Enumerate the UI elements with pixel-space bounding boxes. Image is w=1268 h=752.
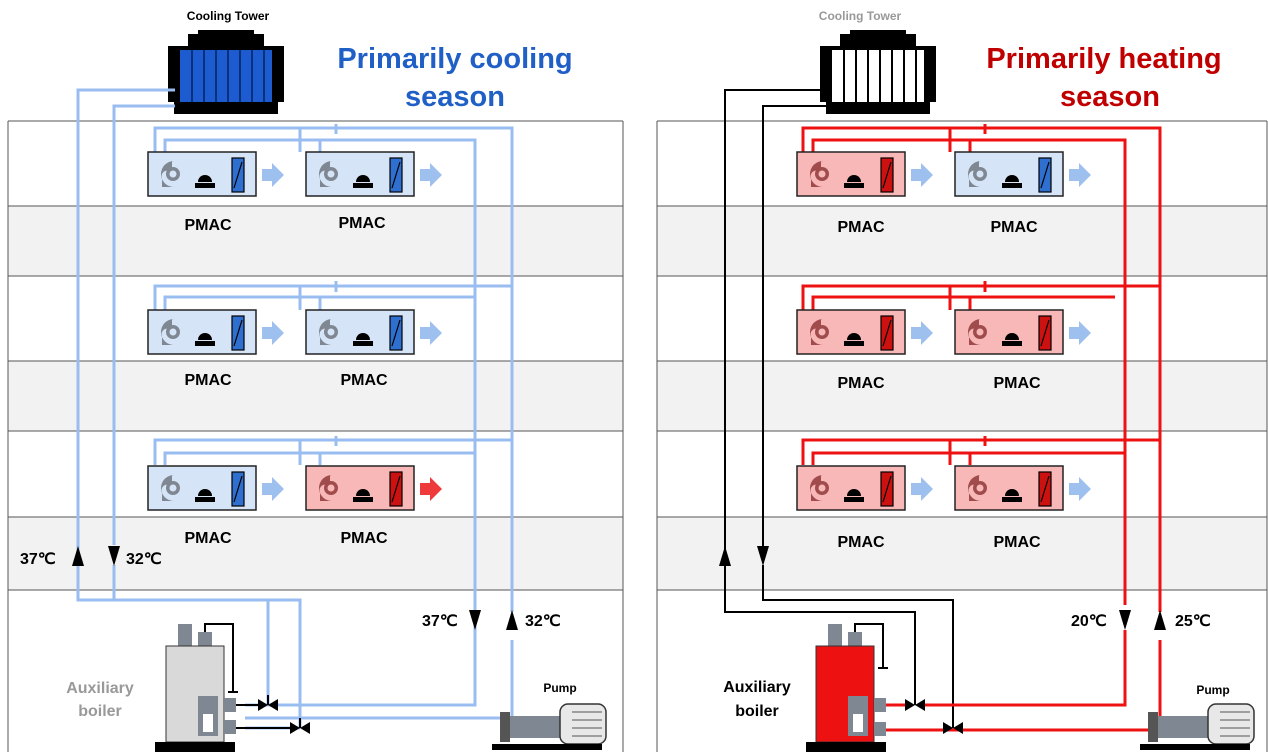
pmac-unit bbox=[796, 309, 933, 355]
supply-temp-label: 25℃ bbox=[1175, 613, 1211, 630]
flow-down-arrow-icon bbox=[469, 610, 481, 630]
pmac-label: PMAC bbox=[340, 530, 388, 547]
pmac-label: PMAC bbox=[184, 372, 232, 389]
valve-icon bbox=[289, 717, 311, 735]
pmac-label: PMAC bbox=[184, 530, 232, 547]
pmac-unit bbox=[147, 465, 284, 511]
season-title-line1: Primarily heating bbox=[986, 43, 1221, 75]
cooling-season-panel: Cooling Tower Primarily cooling season bbox=[7, 9, 624, 752]
cooling-tower-icon bbox=[168, 30, 284, 114]
pmac-unit bbox=[147, 309, 284, 355]
pmac-unit bbox=[954, 465, 1091, 511]
pmac-label: PMAC bbox=[993, 375, 1041, 392]
flow-down-arrow-icon bbox=[1119, 610, 1131, 630]
supply-temp-label: 32℃ bbox=[126, 551, 162, 568]
valve-icon bbox=[904, 694, 926, 712]
flow-up-arrow-icon bbox=[719, 546, 731, 566]
flow-down-arrow-icon bbox=[757, 546, 769, 566]
pmac-label: PMAC bbox=[993, 534, 1041, 551]
pmac-label: PMAC bbox=[837, 219, 885, 236]
tower-bypass-pipes bbox=[724, 89, 954, 718]
boiler-label-line2: boiler bbox=[78, 703, 122, 720]
pmac-unit bbox=[954, 151, 1091, 197]
pmac-label: PMAC bbox=[837, 375, 885, 392]
boiler-label-line1: Auxiliary bbox=[66, 680, 134, 697]
pmac-label: PMAC bbox=[340, 372, 388, 389]
return-temp-label: 37℃ bbox=[20, 551, 56, 568]
pmac-unit bbox=[147, 151, 284, 197]
heating-water-pipes bbox=[801, 124, 1162, 732]
season-title-line2: season bbox=[1060, 81, 1160, 113]
boiler-label-line2: boiler bbox=[735, 703, 779, 720]
pmac-label: PMAC bbox=[837, 534, 885, 551]
pmac-unit bbox=[305, 465, 442, 511]
pmac-label: PMAC bbox=[990, 219, 1038, 236]
return-black-pipes bbox=[232, 704, 290, 729]
flow-down-arrow-icon bbox=[108, 546, 120, 566]
auxiliary-boiler-icon bbox=[155, 623, 238, 752]
pump-icon bbox=[1139, 703, 1255, 751]
cooling-tower-icon bbox=[820, 30, 936, 114]
cooling-water-pipes bbox=[76, 88, 514, 730]
floor-bands bbox=[656, 120, 1268, 752]
return-temp-label: 37℃ bbox=[422, 613, 458, 630]
heating-season-panel: Cooling Tower Primarily heating season bbox=[656, 9, 1268, 752]
return-temp-label: 20℃ bbox=[1071, 613, 1107, 630]
floor-bands bbox=[7, 120, 624, 752]
pmac-unit bbox=[796, 151, 933, 197]
supply-temp-label: 32℃ bbox=[525, 613, 561, 630]
pmac-unit bbox=[796, 465, 933, 511]
season-title-line2: season bbox=[405, 81, 505, 113]
cooling-tower-label: Cooling Tower bbox=[187, 9, 270, 23]
flow-up-arrow-icon bbox=[506, 610, 518, 630]
valve-icon bbox=[257, 694, 279, 712]
pump-label: Pump bbox=[1196, 683, 1229, 697]
pmac-label: PMAC bbox=[184, 217, 232, 234]
pmac-unit bbox=[954, 309, 1091, 355]
pump-label: Pump bbox=[543, 681, 576, 695]
auxiliary-boiler-icon bbox=[806, 623, 888, 752]
flow-up-arrow-icon bbox=[72, 546, 84, 566]
valve-icon bbox=[942, 717, 964, 735]
season-title-line1: Primarily cooling bbox=[337, 43, 572, 75]
pmac-unit bbox=[305, 309, 442, 355]
cooling-tower-label: Cooling Tower bbox=[819, 9, 902, 23]
pmac-unit bbox=[305, 151, 442, 197]
pmac-label: PMAC bbox=[338, 215, 386, 232]
pump-icon bbox=[491, 703, 607, 751]
flow-up-arrow-icon bbox=[1154, 610, 1166, 630]
boiler-label-line1: Auxiliary bbox=[723, 679, 791, 696]
